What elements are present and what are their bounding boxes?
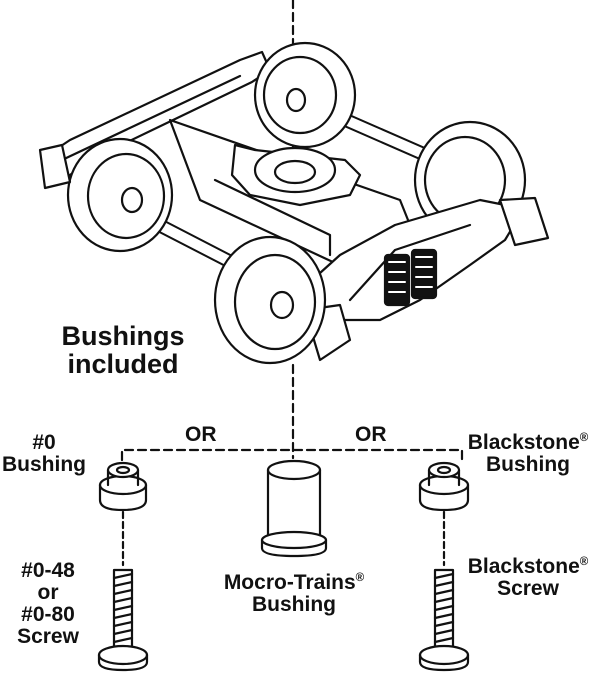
registered-mark: ® (579, 556, 589, 568)
micro-trains-line2: Bushing (252, 593, 336, 617)
blackstone-bushing-label: Blackstone® Bushing (456, 432, 600, 476)
or-connector-line (120, 448, 464, 462)
wheel-back-left (66, 137, 174, 253)
blackstone-screw-icon (418, 568, 470, 672)
no0-bushing-label: #0 Bushing (0, 431, 88, 477)
bushings-included-line2: included (67, 349, 179, 380)
bushings-included-line1: Bushings (61, 321, 185, 351)
no0-screw-icon (97, 568, 149, 672)
screw-left-line3: #0-80 (21, 603, 75, 627)
micro-trains-bushing-icon (260, 459, 328, 558)
screw-left-line1: #0-48 (21, 559, 75, 582)
no0-bushing-icon (98, 461, 148, 512)
journal-box-rear (498, 196, 550, 247)
registered-mark: ® (355, 572, 365, 584)
screw-left-line2: or (37, 581, 59, 605)
micro-trains-bushing-label: Mocro-Trains® Bushing (206, 572, 382, 616)
bushings-included-label: Bushings included (38, 322, 208, 379)
screw-left-line4: Screw (17, 625, 79, 649)
blackstone-bushing-line2: Bushing (486, 453, 570, 477)
no0-line1: #0 (32, 431, 56, 454)
springs (383, 248, 438, 307)
registered-mark: ® (579, 432, 589, 444)
blackstone-bushing-icon (418, 461, 470, 512)
micro-trains-line1: Mocro-Trains (223, 571, 356, 595)
no0-screw-label: #0-48 or #0-80 Screw (0, 559, 96, 649)
blackstone-screw-label: Blackstone® Screw (456, 556, 600, 600)
or-left-label: OR (185, 423, 217, 446)
blackstone-bushing-line1: Blackstone (467, 431, 580, 455)
blackstone-screw-line1: Blackstone (467, 555, 580, 579)
king-pin-hole (253, 146, 337, 194)
truck-bogie-icon (38, 41, 550, 365)
blackstone-screw-line2: Screw (497, 577, 559, 601)
or-right-label: OR (355, 423, 387, 446)
no0-line2: Bushing (2, 453, 86, 477)
